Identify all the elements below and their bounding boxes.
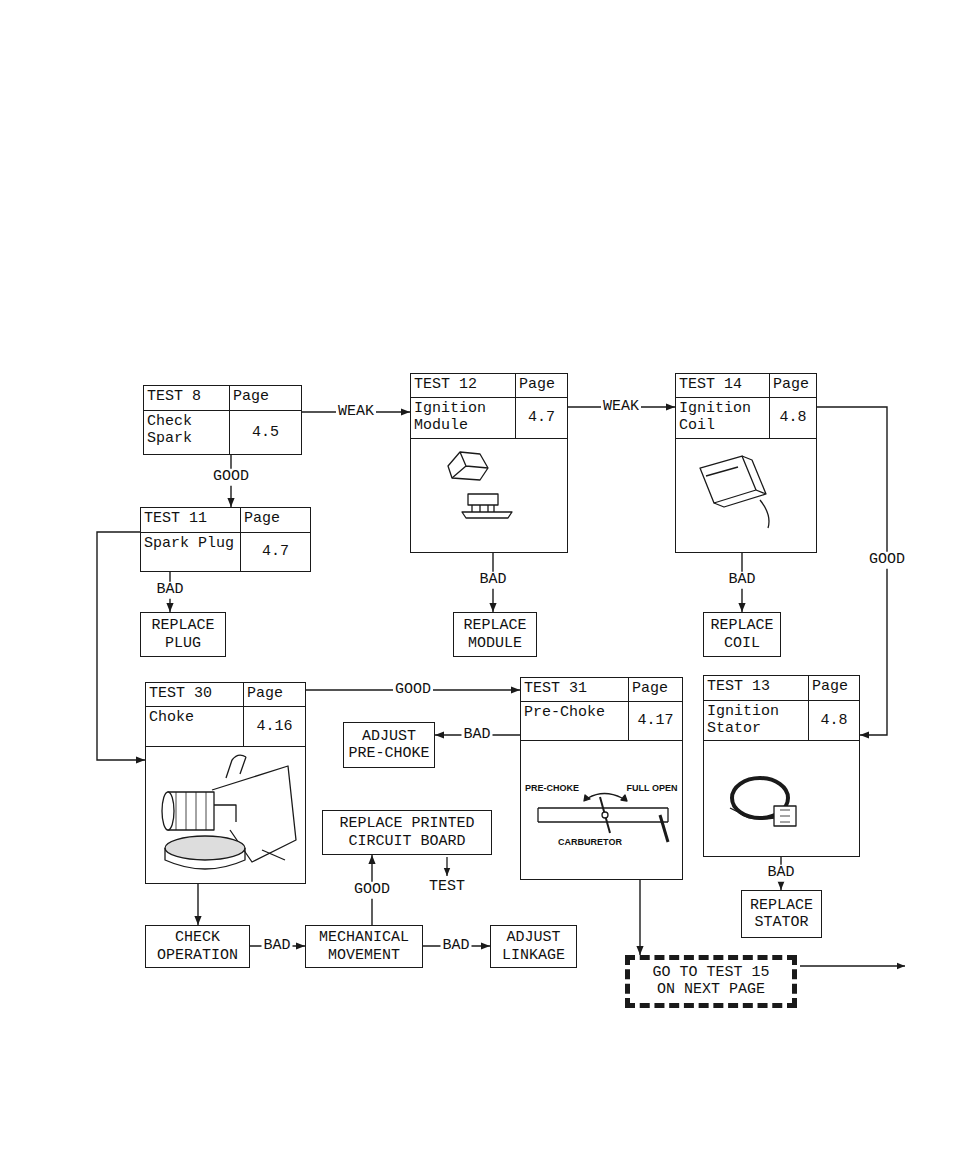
action-text: ADJUST LINKAGE: [495, 929, 572, 964]
edge-label: GOOD: [352, 882, 392, 899]
test-arrow: [446, 857, 447, 876]
edge-label: GOOD: [393, 682, 433, 699]
illustration-area: [521, 740, 682, 879]
action-text: REPLACE COIL: [708, 617, 776, 652]
carburetor-picture: [538, 794, 668, 843]
action-box: ADJUST PRE-CHOKE: [343, 722, 435, 768]
test-name: Choke: [146, 707, 244, 746]
action-box: REPLACE PLUG: [140, 612, 226, 657]
flow-arrow: [639, 880, 640, 955]
test-name: Ignition Module: [411, 398, 516, 438]
page-heading: Page: [809, 676, 859, 701]
test-number: TEST 12: [411, 374, 516, 398]
test-box: TEST 14PageIgnition Coil4.8: [675, 373, 817, 553]
edge-label: BAD: [154, 582, 185, 599]
test-name: Spark Plug: [141, 533, 241, 571]
flow-note: TEST: [427, 879, 467, 896]
part-label: PRE-CHOKE: [524, 784, 580, 794]
stator-picture: [730, 778, 796, 826]
test-box: TEST 11PageSpark Plug4.7: [140, 507, 311, 572]
edge-label: GOOD: [867, 552, 907, 569]
page-number: 4.16: [244, 707, 305, 746]
test-box: TEST 8PageCheck Spark4.5: [143, 385, 302, 455]
edge-label: WEAK: [336, 404, 376, 421]
page-heading: Page: [770, 374, 816, 398]
action-box: REPLACE PRINTED CIRCUIT BOARD: [322, 810, 492, 855]
page-heading: Page: [516, 374, 567, 398]
part-label: CARBURETOR: [557, 838, 623, 848]
test-box: TEST 13PageIgnition Stator4.8: [703, 675, 860, 857]
page-heading: Page: [241, 508, 310, 533]
action-box: MECHANICAL MOVEMENT: [305, 925, 423, 968]
test-box: TEST 30PageChoke4.16: [145, 682, 306, 884]
action-box: CHECK OPERATION: [145, 925, 250, 968]
action-box: ADJUST LINKAGE: [490, 925, 577, 968]
test-name: Pre-Choke: [521, 702, 629, 740]
edge-label: BAD: [440, 938, 471, 955]
test-name: Ignition Coil: [676, 398, 770, 438]
edge-label: BAD: [261, 938, 292, 955]
test-name: Ignition Stator: [704, 701, 809, 740]
edge-label: GOOD: [211, 469, 251, 486]
page-number: 4.5: [230, 411, 301, 454]
illustration-area: [704, 740, 859, 857]
page-number: 4.8: [770, 398, 816, 438]
illustration-area: [676, 438, 816, 552]
test-number: TEST 13: [704, 676, 809, 701]
action-text: CHECK OPERATION: [150, 929, 245, 964]
action-text: REPLACE MODULE: [458, 617, 532, 652]
page-number: 4.7: [516, 398, 567, 438]
test-number: TEST 30: [146, 683, 244, 707]
test-number: TEST 11: [141, 508, 241, 533]
action-text: MECHANICAL MOVEMENT: [310, 929, 418, 964]
edge-label: BAD: [461, 727, 492, 744]
test-box: TEST 12PageIgnition Module4.7: [410, 373, 568, 553]
test-number: TEST 31: [521, 678, 629, 702]
action-box: REPLACE MODULE: [453, 612, 537, 657]
goto-box: GO TO TEST 15 ON NEXT PAGE: [625, 955, 797, 1008]
module-picture: [448, 452, 512, 518]
page-heading: Page: [244, 683, 305, 707]
action-text: REPLACE PRINTED CIRCUIT BOARD: [327, 815, 487, 850]
next-page-arrow: [800, 965, 905, 966]
action-text: GO TO TEST 15 ON NEXT PAGE: [650, 964, 772, 999]
edge-label: BAD: [726, 572, 757, 589]
action-text: REPLACE STATOR: [746, 897, 817, 932]
test-box: TEST 31PagePre-Choke4.17: [520, 677, 683, 880]
flow-arrow: [97, 532, 145, 760]
edge-label: BAD: [765, 865, 796, 882]
action-text: ADJUST PRE-CHOKE: [348, 728, 430, 763]
illustration-area: [146, 746, 305, 883]
test-name: Check Spark: [144, 411, 230, 454]
test-number: TEST 14: [676, 374, 770, 398]
edge-label: BAD: [477, 572, 508, 589]
coil-picture: [700, 456, 769, 528]
test-number: TEST 8: [144, 386, 230, 411]
page-number: 4.17: [629, 702, 682, 740]
part-label: FULL OPEN: [626, 784, 679, 794]
flow-arrow: [197, 884, 198, 925]
action-box: REPLACE COIL: [703, 612, 781, 657]
illustration-area: [411, 438, 567, 552]
action-box: REPLACE STATOR: [741, 890, 822, 938]
choke-picture: [162, 755, 296, 869]
page-number: 4.8: [809, 701, 859, 740]
page-heading: Page: [629, 678, 682, 702]
page-heading: Page: [230, 386, 301, 411]
action-text: REPLACE PLUG: [145, 617, 221, 652]
page-number: 4.7: [241, 533, 310, 571]
edge-label: WEAK: [601, 399, 641, 416]
